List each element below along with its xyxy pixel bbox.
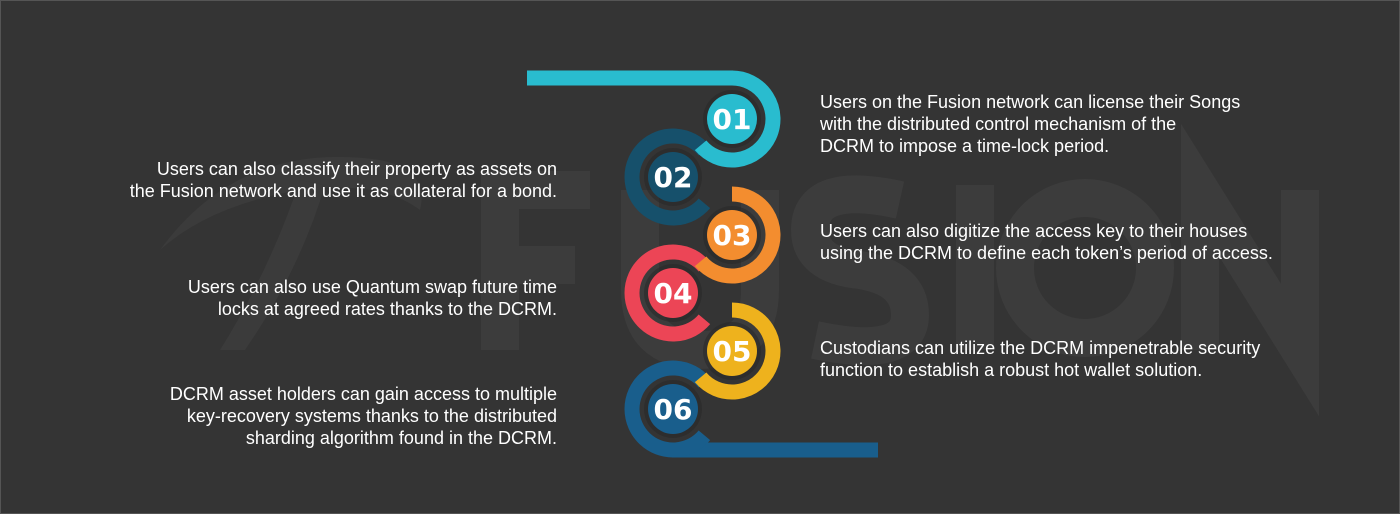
step-04-number: 04 <box>654 277 693 310</box>
text-line: with the distributed control mechanism o… <box>820 114 1177 134</box>
step-02-badge <box>648 152 698 202</box>
step-04-ring <box>624 244 711 342</box>
step-02-number: 02 <box>654 161 693 194</box>
step-05-text: Custodians can utilize the DCRM impenetr… <box>820 337 1260 381</box>
text-line: Users can also use Quantum swap future t… <box>187 277 557 297</box>
text-line: Users on the Fusion network can license … <box>820 92 1241 112</box>
text-line: locks at agreed rates thanks to the DCRM… <box>217 299 557 319</box>
text-line: DCRM to impose a time-lock period. <box>820 136 1110 156</box>
text-line: function to establish a robust hot walle… <box>820 360 1203 380</box>
step-06-ring <box>624 360 711 458</box>
step-06-text: DCRM asset holders can gain access to mu… <box>170 383 557 449</box>
text-line: Users can also digitize the access key t… <box>820 221 1248 241</box>
step-04-text: Users can also use Quantum swap future t… <box>188 276 557 320</box>
step-01-text: Users on the Fusion network can license … <box>820 91 1240 157</box>
step-03-number: 03 <box>713 219 752 252</box>
step-01-ring <box>694 70 781 168</box>
step-05-number: 05 <box>713 335 752 368</box>
step-05-ring <box>694 302 781 400</box>
step-01-number: 01 <box>713 103 752 136</box>
text-line: sharding algorithm found in the DCRM. <box>245 428 557 448</box>
step-03-text: Users can also digitize the access key t… <box>820 220 1273 264</box>
step-03-badge <box>707 210 757 260</box>
step-04-badge <box>648 268 698 318</box>
text-line: using the DCRM to define each token’s pe… <box>820 243 1273 263</box>
step-06-badge <box>648 384 698 434</box>
text-line: DCRM asset holders can gain access to mu… <box>169 384 557 404</box>
step-03-ring <box>694 186 781 284</box>
step-02-text: Users can also classify their property a… <box>130 158 557 202</box>
text-line: the Fusion network and use it as collate… <box>129 181 557 201</box>
text-line: Users can also classify their property a… <box>156 159 557 179</box>
step-06-number: 06 <box>654 393 693 426</box>
step-02-ring <box>624 128 711 226</box>
text-line: Custodians can utilize the DCRM impenetr… <box>820 338 1261 358</box>
text-line: key-recovery systems thanks to the distr… <box>186 406 557 426</box>
step-01-badge <box>707 94 757 144</box>
fusion-logo-watermark-icon <box>160 156 422 350</box>
step-05-badge <box>707 326 757 376</box>
